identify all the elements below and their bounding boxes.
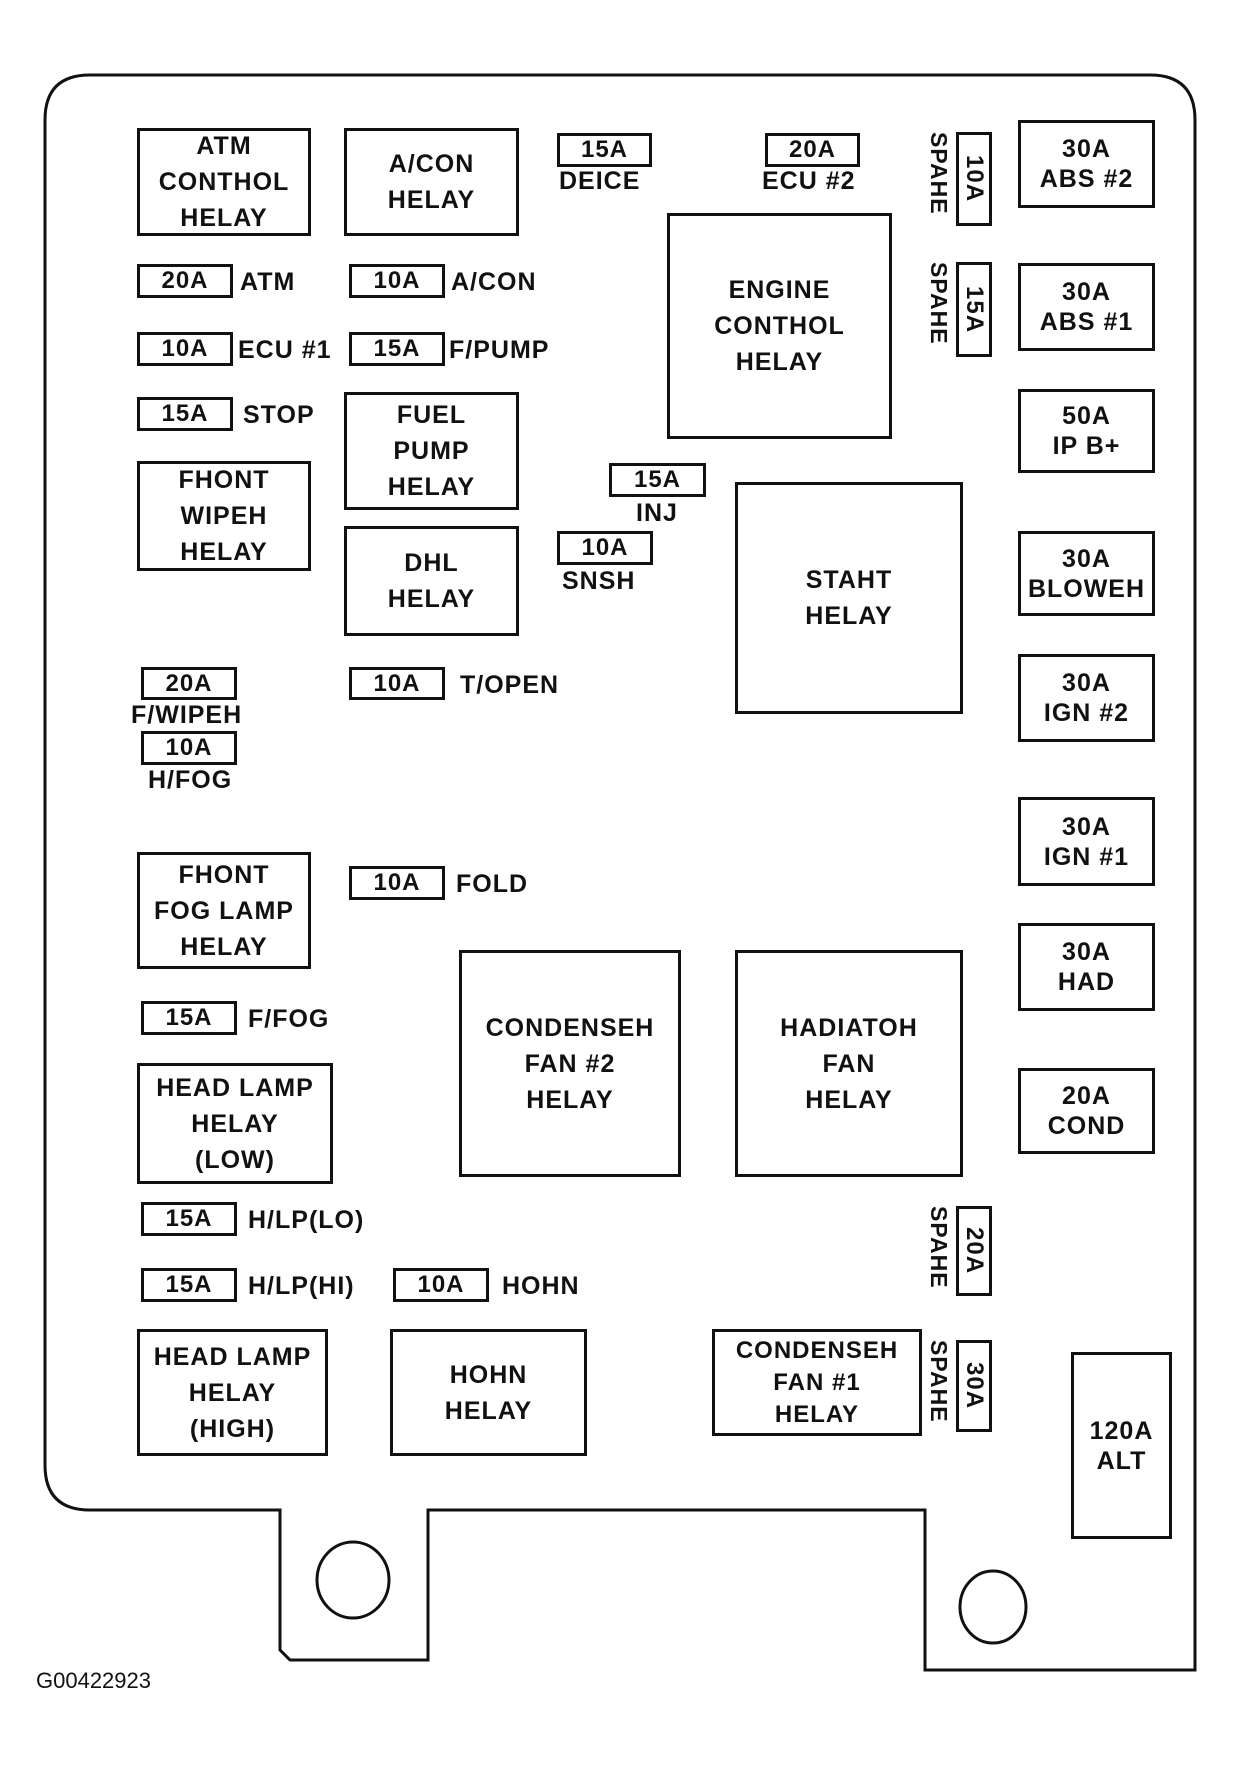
fuse-abs1: 30A ABS #1 [1018, 263, 1155, 351]
fuse-inj: 15A [609, 463, 706, 497]
fuel-pump-relay: FUEL PUMP HELAY [344, 392, 519, 510]
atm-control-relay: ATM CONTHOL HELAY [137, 128, 311, 236]
acon-relay: A/CON HELAY [344, 128, 519, 236]
fuse-ign2: 30A IGN #2 [1018, 654, 1155, 742]
head-lamp-low-relay: HEAD LAMP HELAY (LOW) [137, 1063, 333, 1184]
fuse-ecu2-label: ECU #2 [762, 167, 856, 195]
fuse-deice-label: DEICE [559, 167, 641, 195]
fuse-ecu1-label: ECU #1 [238, 336, 332, 364]
fuse-alt: 120A ALT [1071, 1352, 1172, 1539]
fuse-hlp-lo-label: H/LP(LO) [248, 1206, 365, 1234]
spare-label-2: SPAHE [926, 262, 952, 345]
condenser-fan-1-relay: CONDENSEH FAN #1 HELAY [712, 1329, 922, 1436]
fuse-rad: 30A HAD [1018, 923, 1155, 1011]
fuse-blower: 30A BLOWEH [1018, 531, 1155, 616]
spare-label-1: SPAHE [926, 132, 952, 215]
front-wiper-relay: FHONT WIPEH HELAY [137, 461, 311, 571]
mounting-hole-left [315, 1540, 391, 1620]
fuse-cond: 20A COND [1018, 1068, 1155, 1154]
fuse-fwiper-label: F/WIPEH [131, 701, 243, 729]
fuse-deice: 15A [557, 133, 652, 167]
fuse-rfog: 10A [141, 731, 237, 765]
fuse-horn: 10A [393, 1268, 489, 1302]
spare-fuse-3: 20A [956, 1206, 992, 1296]
spare-fuse-1: 10A [956, 132, 992, 226]
fuse-fold: 10A [349, 866, 445, 900]
fuse-abs2: 30A ABS #2 [1018, 120, 1155, 208]
condenser-fan-2-relay: CONDENSEH FAN #2 HELAY [459, 950, 681, 1177]
fuse-ffog-label: F/FOG [248, 1005, 330, 1033]
fuse-acon: 10A [349, 264, 445, 298]
fuse-ecu1: 10A [137, 332, 233, 366]
diagram-code: G00422923 [36, 1668, 151, 1693]
fuse-atm: 20A [137, 264, 233, 298]
fuse-ffog: 15A [141, 1001, 237, 1035]
radiator-fan-relay: HADIATOH FAN HELAY [735, 950, 963, 1177]
fuse-fwiper: 20A [141, 667, 237, 700]
fuse-fpump: 15A [349, 332, 445, 366]
fuse-stop: 15A [137, 397, 233, 431]
fuse-box-body [43, 73, 1197, 1672]
fuse-hlp-lo: 15A [141, 1202, 237, 1236]
fuse-snsr-label: SNSH [562, 567, 636, 595]
fuse-ign1: 30A IGN #1 [1018, 797, 1155, 886]
spare-label-4: SPAHE [926, 1340, 952, 1423]
fuse-ipb: 50A IP B+ [1018, 389, 1155, 473]
fuse-topen-label: T/OPEN [460, 671, 560, 699]
head-lamp-high-relay: HEAD LAMP HELAY (HIGH) [137, 1329, 328, 1456]
engine-control-relay: ENGINE CONTHOL HELAY [667, 213, 892, 439]
fuse-horn-label: HOHN [502, 1272, 580, 1300]
fuse-ecu2: 20A [765, 133, 860, 167]
spare-fuse-4: 30A [956, 1340, 992, 1432]
front-fog-lamp-relay: FHONT FOG LAMP HELAY [137, 852, 311, 969]
start-relay: STAHT HELAY [735, 482, 963, 714]
spare-label-3: SPAHE [926, 1206, 952, 1289]
fuse-fpump-label: F/PUMP [449, 336, 550, 364]
spare-fuse-2: 15A [956, 262, 992, 357]
fuse-atm-label: ATM [240, 268, 296, 296]
mounting-hole-right [958, 1569, 1028, 1645]
fuse-inj-label: INJ [636, 499, 678, 527]
fuse-snsr: 10A [557, 531, 653, 565]
fuse-hlp-hi-label: H/LP(HI) [248, 1272, 355, 1300]
fuse-stop-label: STOP [243, 401, 315, 429]
fuse-fold-label: FOLD [456, 870, 529, 898]
horn-relay: HOHN HELAY [390, 1329, 587, 1456]
fuse-acon-label: A/CON [451, 268, 537, 296]
fuse-rfog-label: H/FOG [148, 766, 233, 794]
fuse-hlp-hi: 15A [141, 1268, 237, 1302]
drl-relay: DHL HELAY [344, 526, 519, 636]
fuse-topen: 10A [349, 667, 445, 700]
